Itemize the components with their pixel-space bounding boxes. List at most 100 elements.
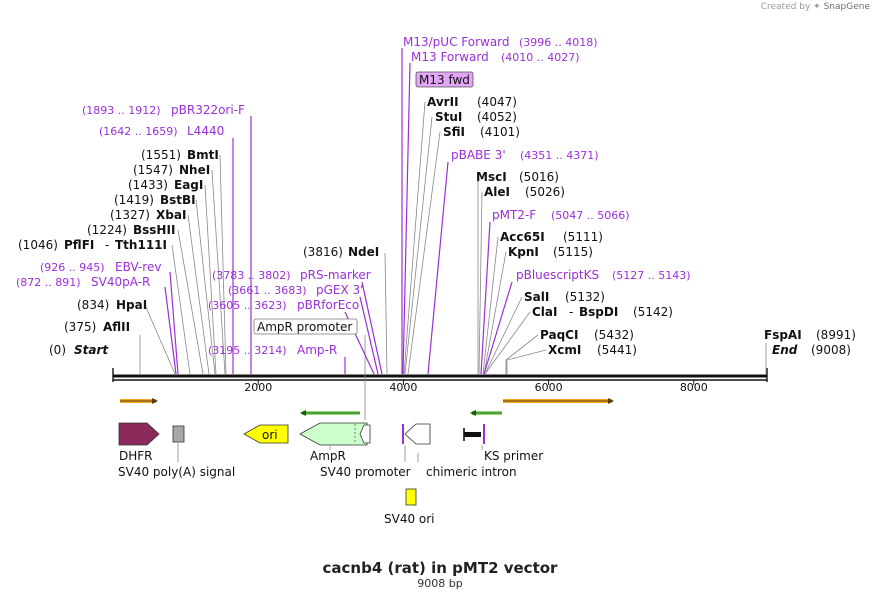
- primer-range-m13fwd: (4010 .. 4027): [501, 51, 580, 64]
- axis-tick-label-2000: 2000: [244, 381, 272, 394]
- features: [118, 422, 485, 506]
- enzyme-pos-xbai: (1327): [110, 208, 150, 222]
- primer-name-m13fwd: M13 Forward: [411, 50, 489, 64]
- primer-name-m13puc: M13/pUC Forward: [403, 35, 510, 49]
- primer-line-prs: [361, 281, 383, 375]
- leader-sali: [484, 296, 523, 375]
- enzyme-name-sfii: SfiI: [443, 125, 465, 139]
- leader-stui: [404, 116, 433, 375]
- enzyme-name-msci: MscI: [476, 170, 507, 184]
- credit-brand: SnapGene: [823, 2, 870, 12]
- sv40-promoter-label: SV40 promoter: [320, 465, 411, 479]
- enzyme-name-bmti: BmtI: [187, 148, 219, 162]
- feature-labels: DHFR SV40 poly(A) signal ori AmpR SV40 p…: [118, 428, 543, 526]
- primer-line-pbluescript: [483, 281, 513, 375]
- axis-tick-label-4000: 4000: [389, 381, 417, 394]
- ampr-promoter-feature: [359, 424, 371, 444]
- enzyme-pos-bmti: (1551): [141, 148, 181, 162]
- enzyme-name-hpai: HpaI: [116, 298, 147, 312]
- primer-range-pbluescript: (5127 .. 5143): [612, 269, 691, 282]
- axis-ticks: 2000 4000 6000 8000: [244, 380, 708, 394]
- enzyme-name2-clai: BspDI: [579, 305, 618, 319]
- enzyme-pos-aflii: (375): [64, 320, 96, 334]
- enzyme-pos-bstbi: (1419): [114, 193, 154, 207]
- m13-fwd-box-label: M13 fwd: [419, 73, 470, 87]
- axis-tick-label-6000: 6000: [535, 381, 563, 394]
- orange-arrow-left-head: [152, 398, 158, 404]
- leader-kpni: [483, 251, 507, 375]
- primer-range-pmt2: (5047 .. 5066): [551, 209, 630, 222]
- enzyme-pos-stui: (4052): [477, 110, 517, 124]
- primer-name-pbabe: pBABE 3': [451, 148, 506, 162]
- primer-line-ebv: [169, 271, 179, 375]
- sv40-promoter-feature: [404, 423, 431, 445]
- enzyme-pos-sfii: (4101): [480, 125, 520, 139]
- credit-prefix: Created by: [760, 2, 811, 12]
- primer-range-sv40pa: (872 .. 891): [16, 276, 81, 289]
- enzyme-pos-kpni: (5115): [553, 245, 593, 259]
- map-subtitle: 9008 bp: [417, 577, 463, 590]
- snapgene-logo-icon: ✦: [813, 2, 821, 12]
- leader-xbai: [187, 214, 210, 375]
- m13-fwd-box-bg: [415, 71, 474, 88]
- leader-pflfi: [171, 244, 191, 375]
- primer-range-m13puc: (3996 .. 4018): [519, 36, 598, 49]
- enzyme-name-ndei: NdeI: [348, 245, 379, 259]
- enzyme-name-aflii: AflII: [103, 320, 130, 334]
- enzyme-pos-acc65i: (5111): [563, 230, 603, 244]
- enzyme-name-kpni: KpnI: [508, 245, 539, 259]
- primer-name-ebv: EBV-rev: [115, 260, 161, 274]
- enzyme-pos-bsshii: (1224): [87, 223, 127, 237]
- primer-range-ampr: (3195 .. 3214): [208, 344, 287, 357]
- leader-bmti: [219, 154, 227, 375]
- primer-range-pbrforeco: (3605 .. 3623): [208, 299, 287, 312]
- ampr-promoter-box: AmpR promoter: [253, 318, 358, 335]
- enzyme-name-fspai: FspAI: [764, 328, 802, 342]
- leader-acc65i: [482, 236, 499, 375]
- orange-arrow-right-head: [608, 398, 614, 404]
- leader-xcmi: [506, 349, 547, 374]
- sv40-polya-feature: [172, 425, 185, 443]
- enzyme-pos-hpai: (834): [77, 298, 109, 312]
- enzyme-pos-alei: (5026): [525, 185, 565, 199]
- ampr-promoter-box-bg: [253, 318, 358, 335]
- green-arrow-ks-head: [470, 410, 476, 416]
- ampr-label: AmpR: [310, 449, 346, 463]
- leader-ndei: [384, 252, 388, 375]
- leader-eagi: [204, 184, 217, 375]
- ori-feature: [243, 424, 289, 444]
- primer-range-pgex: (3661 .. 3683): [228, 284, 307, 297]
- green-arrow-ampr-head: [300, 410, 306, 416]
- leader-nhei: [211, 169, 226, 375]
- enzyme-pos-avrii: (4047): [477, 95, 517, 109]
- ampr-feature: [299, 422, 368, 446]
- leader-hpa1: [144, 304, 176, 375]
- primer-line-pgex: [359, 296, 379, 375]
- leader-avrii: [403, 101, 426, 375]
- leader-paqci: [505, 334, 539, 374]
- primer-line-pbabe: [427, 161, 449, 375]
- enzyme-name-eagi: EagI: [174, 178, 203, 192]
- enzyme-pos-paqci: (5432): [594, 328, 634, 342]
- enzyme-name-bstbi: BstBI: [160, 193, 196, 207]
- primer-leader-lines: [164, 48, 513, 375]
- enzyme-pos-clai: (5142): [633, 305, 673, 319]
- enzyme-name-nhei: NheI: [179, 163, 210, 177]
- enzyme-name-avrii: AvrII: [427, 95, 459, 109]
- map-title: cacnb4 (rat) in pMT2 vector: [322, 559, 558, 577]
- leader-lines: [139, 101, 767, 420]
- enzyme-name-start: Start: [74, 343, 109, 357]
- enzyme-pos-nhei: (1547): [133, 163, 173, 177]
- enzyme-name-acc65i: Acc65I: [500, 230, 545, 244]
- axis-tick-label-8000: 8000: [680, 381, 708, 394]
- ori-label: ori: [262, 428, 278, 442]
- primer-line-m13fwd: [402, 62, 411, 375]
- primer-range-ebv: (926 .. 945): [40, 261, 105, 274]
- primer-name-pbr322ori: pBR322ori-F: [171, 103, 245, 117]
- enzyme-name-end: End: [772, 343, 798, 357]
- primer-labels: (1893 .. 1912) pBR322ori-F (1642 .. 1659…: [16, 35, 691, 357]
- enzyme-pos-msci: (5016): [519, 170, 559, 184]
- enzyme-pos-eagi: (1433): [128, 178, 168, 192]
- chimeric-intron-label: chimeric intron: [426, 465, 517, 479]
